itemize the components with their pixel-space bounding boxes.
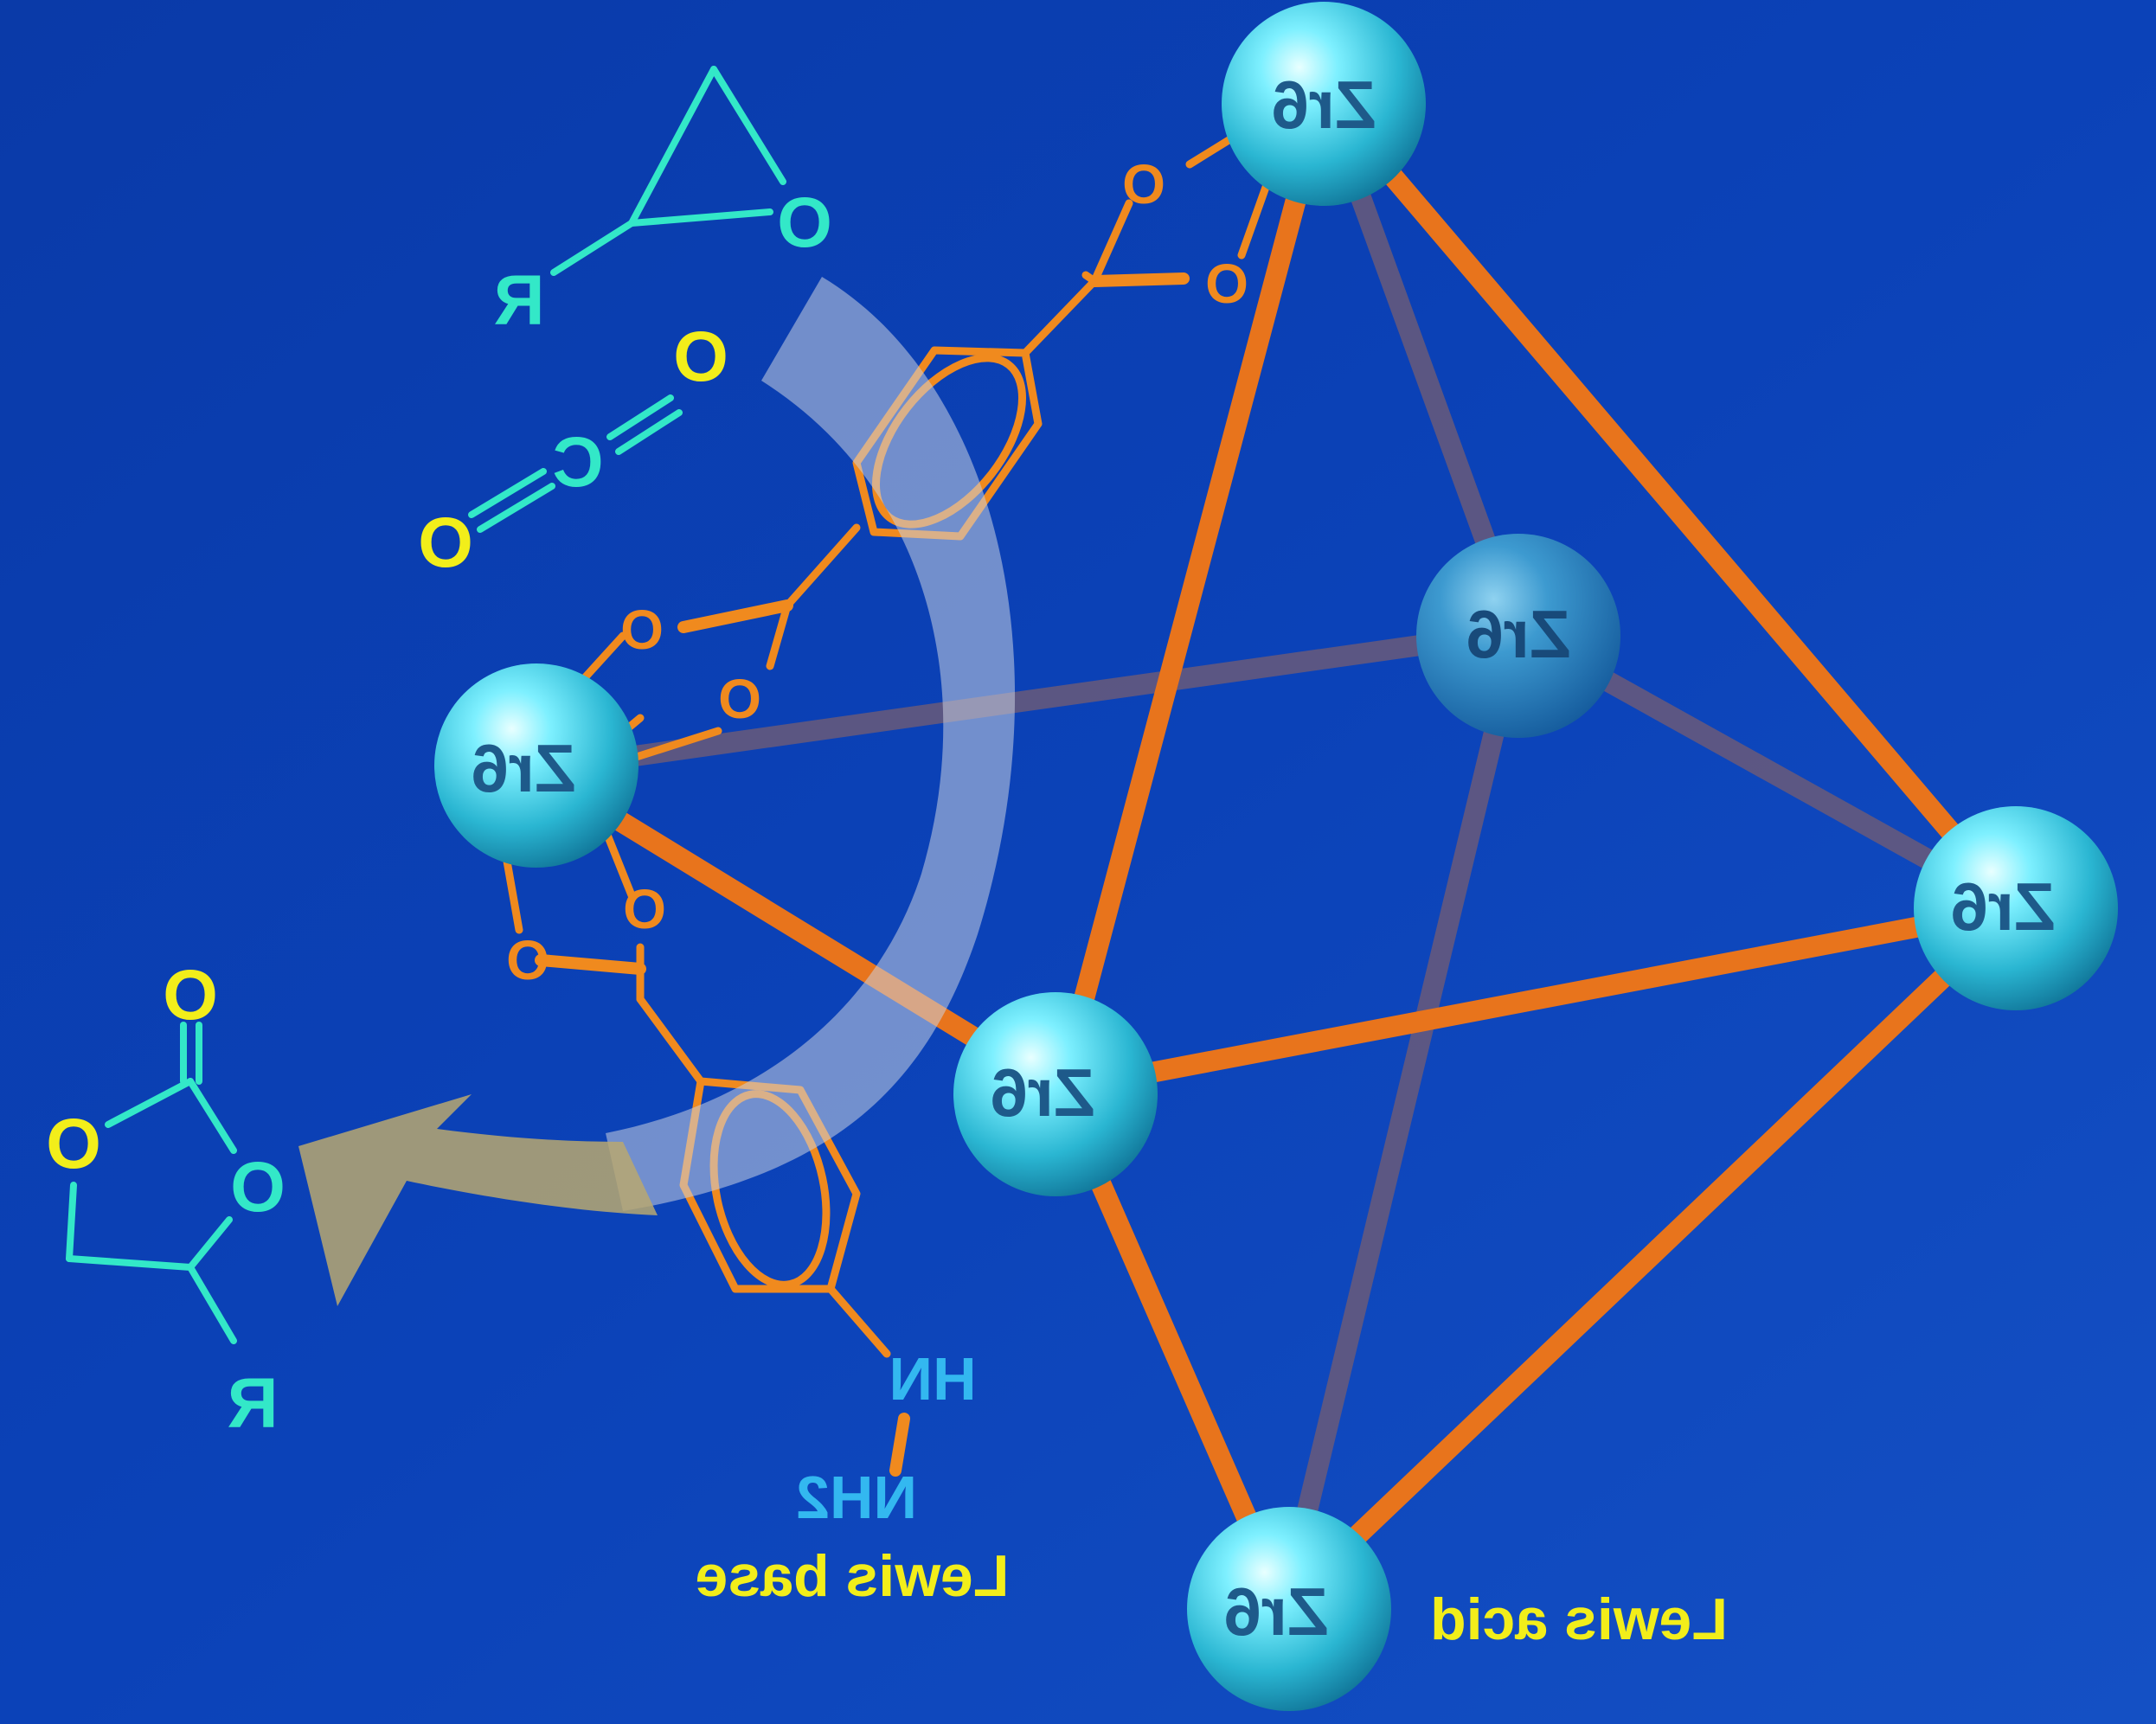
edge-back-left [526, 621, 1529, 780]
amine-group: HN NH2 [796, 1345, 977, 1531]
reaction-arrow-upper [606, 277, 1016, 1211]
linker-oxygen-label: O [718, 668, 761, 730]
linker-oxygen-label: O [506, 929, 549, 991]
zr6-label: Zr6 [1466, 596, 1570, 672]
co2-oxygen-label: O [418, 503, 473, 582]
linker-oxygen-label: O [1122, 153, 1165, 215]
linker-oxygen-label: O [620, 599, 664, 661]
reaction-arrow-head [298, 1094, 658, 1306]
zr6-label: Zr6 [1223, 1573, 1328, 1650]
epoxide-molecule: O R [493, 66, 832, 340]
edge-front-right [1049, 898, 2026, 1100]
zr6-label: Zr6 [1950, 868, 2055, 945]
carbonate-r-label: R [227, 1364, 278, 1443]
linker-oxygen-label: O [1205, 253, 1248, 315]
zr6-label: Zr6 [990, 1054, 1094, 1131]
zr6-node: Zr6 [1187, 1507, 1391, 1711]
epoxide-oxygen-label: O [777, 183, 832, 262]
edge-right-bottom [1274, 898, 2026, 1615]
cyclic-carbonate-molecule: O O O R [46, 956, 286, 1443]
linker-oxygen-label: O [623, 878, 666, 940]
edge-top-front [1049, 85, 1334, 1100]
edge-top-right [1313, 85, 2026, 919]
co2-carbon-label: C [552, 423, 603, 502]
amine-nh2-label: NH2 [796, 1464, 917, 1531]
lewis-base-label: Lewis base [696, 1543, 1010, 1609]
zr6-node: Zr6 [1914, 806, 2118, 1010]
zr6-label: Zr6 [471, 730, 575, 806]
zr6-node: Zr6 [1416, 534, 1620, 738]
amine-nh-label: HN [889, 1345, 976, 1413]
co2-oxygen-label: O [673, 317, 728, 396]
zr6-node: Zr6 [1222, 2, 1426, 206]
zr6-label: Zr6 [1271, 67, 1376, 143]
epoxide-r-label: R [493, 261, 544, 340]
co2-molecule: O C O [418, 317, 728, 582]
lewis-acid-label: Lewis acid [1430, 1586, 1728, 1652]
carbonate-carbonyl-oxygen-label: O [163, 956, 218, 1035]
carbonate-ring-oxygen-label: O [230, 1148, 286, 1227]
edge-back-bottom [1274, 621, 1529, 1615]
linker-atom-labels: O O O O O O [506, 153, 1248, 991]
reaction-arrow [298, 277, 1016, 1306]
zr6-node: Zr6 [953, 992, 1158, 1196]
zr6-node: Zr6 [434, 663, 638, 868]
carbonate-ring-oxygen-label: O [46, 1105, 101, 1183]
